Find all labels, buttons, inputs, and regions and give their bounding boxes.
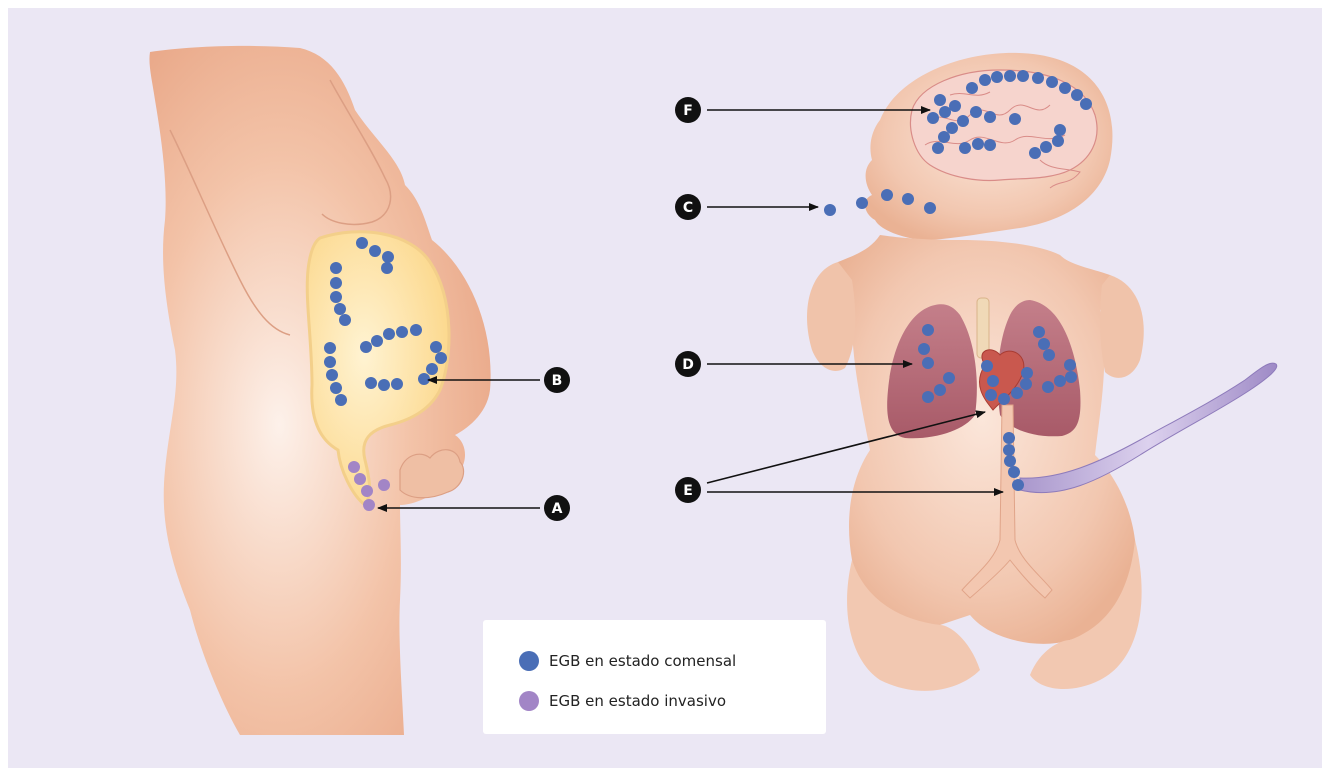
legend: EGB en estado comensal EGB en estado inv… — [483, 620, 826, 734]
marker-f-label: F — [683, 103, 693, 119]
marker-d: D — [675, 351, 701, 377]
legend-label-invasive: EGB en estado invasivo — [549, 692, 726, 710]
marker-c: C — [675, 194, 701, 220]
legend-item-invasive: EGB en estado invasivo — [519, 690, 726, 712]
marker-b-label: B — [552, 373, 563, 389]
marker-b: B — [544, 367, 570, 393]
legend-label-commensal: EGB en estado comensal — [549, 652, 736, 670]
marker-a-label: A — [552, 501, 563, 517]
marker-e-label: E — [683, 483, 693, 499]
marker-c-label: C — [683, 200, 693, 216]
marker-d-label: D — [682, 357, 694, 373]
trachea — [977, 298, 989, 358]
blue-dot-icon — [519, 651, 539, 671]
purple-dot-icon — [519, 691, 539, 711]
marker-a: A — [544, 495, 570, 521]
marker-e: E — [675, 477, 701, 503]
marker-f: F — [675, 97, 701, 123]
legend-item-commensal: EGB en estado comensal — [519, 650, 736, 672]
